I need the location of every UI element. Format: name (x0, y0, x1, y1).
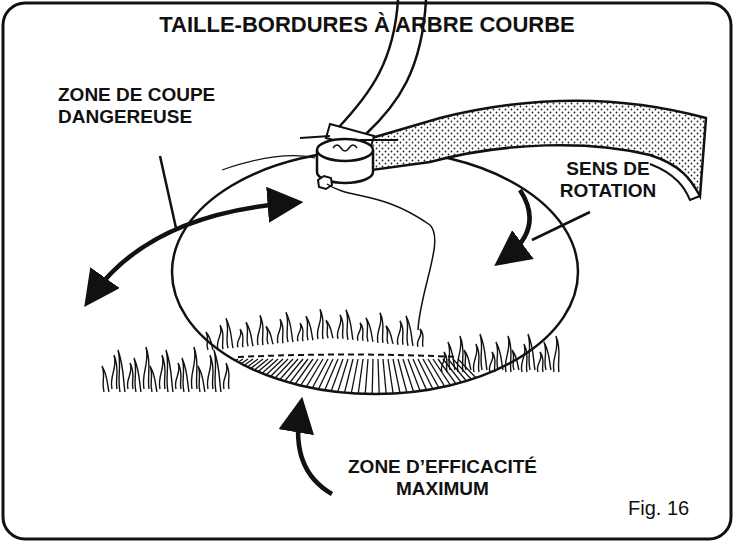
figure-title: TAILLE-BORDURES À ARBRE COURBE (0, 12, 734, 37)
leader-line (160, 156, 176, 228)
cutting-path (172, 150, 578, 394)
motion-line (222, 156, 315, 170)
zone-label: ZONE D’EFFICACITÉ MAXIMUM (335, 456, 550, 500)
danger-arrow (92, 203, 290, 296)
line-eyelet (318, 176, 332, 189)
guard-edge (650, 164, 700, 200)
figure-number: Fig. 16 (628, 497, 718, 520)
zone-boundary (238, 355, 458, 358)
rotation-label: SENS DE ROTATION (548, 158, 668, 202)
leader-line (532, 212, 590, 240)
zone-label: ZONE DE COUPE DANGEREUSE (58, 84, 243, 128)
spring (333, 145, 357, 151)
cutting-line (327, 184, 435, 330)
rotation-arrow (505, 190, 530, 258)
hub-top (317, 139, 373, 161)
efficiency-hatching (187, 359, 499, 419)
frame (3, 3, 731, 539)
grass (102, 309, 559, 392)
efficiency-arrow (298, 410, 332, 494)
